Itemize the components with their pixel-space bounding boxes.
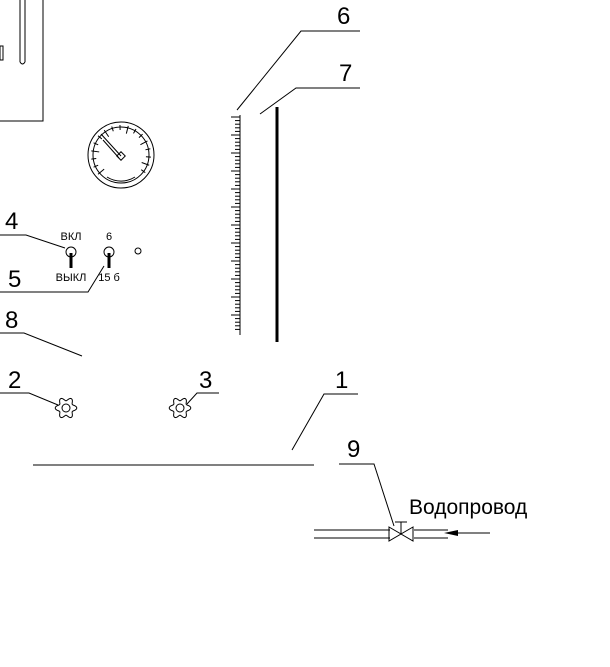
callout-3: 3 bbox=[199, 367, 212, 394]
tick-mark bbox=[145, 149, 150, 150]
control-cabinet bbox=[0, 0, 43, 121]
power-on-label: ВКЛ bbox=[61, 231, 82, 243]
mode-bottom-label: 15 б bbox=[98, 272, 120, 284]
mode-top-label: 6 bbox=[106, 231, 112, 243]
callout-6: 6 bbox=[337, 3, 350, 30]
callout-5: 5 bbox=[8, 266, 21, 293]
tick-mark bbox=[91, 151, 99, 152]
callout-7: 7 bbox=[339, 60, 352, 87]
flow-arrow-icon bbox=[444, 530, 458, 536]
power-off-label: ВЫКЛ bbox=[56, 272, 87, 284]
power-switch: ВКЛ ВЫКЛ bbox=[56, 231, 87, 284]
callout-9: 9 bbox=[347, 436, 360, 463]
indicator-lamp bbox=[135, 248, 141, 254]
tick-mark bbox=[126, 126, 128, 134]
valve-knob-2 bbox=[55, 398, 77, 417]
tick-mark bbox=[91, 158, 96, 159]
mode-switch: 6 15 б bbox=[98, 231, 120, 284]
water-supply-pipe bbox=[314, 530, 490, 538]
gauge-needle bbox=[101, 134, 121, 156]
callout-1: 1 bbox=[335, 367, 348, 394]
level-scale bbox=[231, 115, 240, 335]
pressure-gauge bbox=[88, 122, 154, 188]
valve-knob-3 bbox=[169, 398, 191, 417]
shutoff-valve bbox=[389, 522, 413, 541]
water-supply-label: Водопровод bbox=[409, 496, 527, 519]
callout-2: 2 bbox=[8, 367, 21, 394]
callout-8: 8 bbox=[5, 307, 18, 334]
callout-4: 4 bbox=[5, 208, 18, 235]
